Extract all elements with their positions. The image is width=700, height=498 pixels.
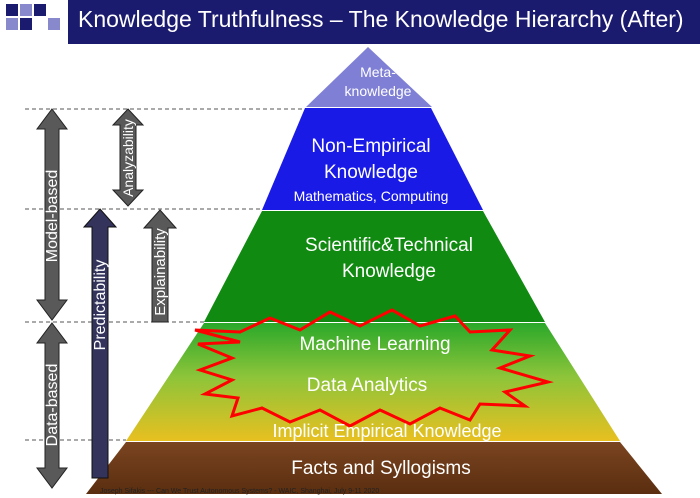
explainability-arrow xyxy=(142,209,178,323)
model-based-label: Model-based xyxy=(44,170,61,263)
title-bar xyxy=(68,0,700,44)
meta-knowledge-layer xyxy=(306,47,432,107)
data-analytics-label: Data Analytics xyxy=(307,375,427,396)
analyzability-arrow xyxy=(111,108,145,207)
implicit-empirical-label: Implicit Empirical Knowledge xyxy=(272,421,501,441)
scientific-label-line1: Scientific&Technical xyxy=(305,235,473,256)
meta-label-line2: knowledge xyxy=(345,83,412,99)
facts-label: Facts and Syllogisms xyxy=(291,458,471,479)
data-based-label: Data-based xyxy=(44,364,61,447)
machine-learning-label: Machine Learning xyxy=(299,334,450,355)
burst-shape xyxy=(194,308,554,428)
footer: Joseph Sifakis --- Can We Trust Autonomo… xyxy=(100,488,380,495)
scientific-label-line2: Knowledge xyxy=(342,261,436,282)
non-empirical-label-line2: Knowledge xyxy=(324,162,418,183)
meta-label-line1: Meta- xyxy=(360,64,396,80)
facts-layer xyxy=(86,442,662,494)
slide-title: Knowledge Truthfulness – The Knowledge H… xyxy=(78,6,684,32)
data-based-arrow xyxy=(36,322,68,489)
predictability-label: Predictability xyxy=(92,260,109,351)
analyzability-label: Analyzability xyxy=(120,119,136,197)
explainability-label: Explainability xyxy=(152,228,169,316)
predictability-arrow xyxy=(82,208,118,479)
non-empirical-sublabel: Mathematics, Computing xyxy=(294,188,449,204)
non-empirical-label-line1: Non-Empirical xyxy=(311,136,430,157)
logo xyxy=(0,0,68,44)
non-empirical-layer xyxy=(262,108,483,210)
scientific-layer xyxy=(204,211,545,322)
model-based-arrow xyxy=(36,108,68,321)
